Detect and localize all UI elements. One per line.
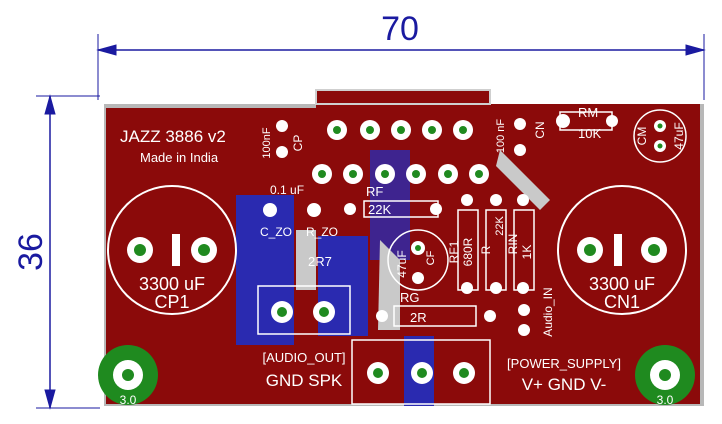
cn-value-label: 100 nF [495, 119, 507, 154]
cf-value-label: 47uF [395, 250, 409, 277]
capacitor-cp1 [107, 185, 237, 315]
power-supply-pins-label: V+ GND V- [522, 375, 607, 394]
width-dimension-label: 70 [381, 10, 419, 48]
small-capacitor-pads [263, 118, 530, 336]
capacitor-cn1 [557, 185, 687, 315]
terminal-audio-out [257, 285, 351, 335]
r-zo-ref-label: R_ZO [306, 225, 338, 239]
mount-right-label: 3.0 [657, 393, 674, 407]
rg-value-label: 2R [410, 310, 427, 325]
rm-ref-label: RM [578, 105, 598, 120]
cp-value-label: 100nF [261, 127, 273, 158]
cp1-value-label: 3300 uF [139, 274, 205, 294]
c-zo-value-label: 0.1 uF [270, 183, 304, 197]
r-ref-label: R [479, 245, 493, 254]
capacitor-cf [387, 229, 449, 291]
rm-value-label: 10K [578, 126, 601, 141]
resistor-pads [344, 114, 618, 322]
copper-clearance [296, 150, 550, 330]
dimension-annotations [36, 34, 706, 410]
cp-ref-label: CP [291, 135, 305, 152]
audio-out-pins-label: GND SPK [266, 371, 343, 390]
height-dimension-label: 36 [12, 233, 50, 271]
r-zo-value-label: 2R7 [308, 254, 332, 269]
rf-ref-label: RF [366, 184, 383, 199]
mount-left-label: 3.0 [120, 393, 137, 407]
c-zo-ref-label: C_ZO [260, 225, 292, 239]
audio-out-label: [AUDIO_OUT] [262, 350, 345, 365]
rin-ref-label: RIN [506, 234, 520, 255]
mount-hole-left [98, 345, 158, 405]
cp1-ref-label: CP1 [154, 292, 189, 312]
r-value-label: 22K [494, 216, 506, 236]
terminal-power-supply [351, 339, 491, 405]
cm-ref-label: CM [635, 127, 649, 146]
rg-ref-label: RG [400, 290, 420, 305]
heatsink-outline [315, 89, 491, 105]
mount-hole-right [635, 345, 695, 405]
rf1-ref-label: RF1 [447, 240, 461, 263]
rf-value-label: 22K [368, 202, 391, 217]
cn1-value-label: 3300 uF [589, 274, 655, 294]
board-title: JAZZ 3886 v2 [120, 127, 226, 146]
capacitor-cm [633, 109, 687, 163]
cm-value-label: 47uF [672, 122, 686, 149]
cn1-ref-label: CN1 [604, 292, 640, 312]
cf-ref-label: CF [425, 250, 437, 265]
audio-in-label: Audio_IN [541, 287, 555, 336]
board-subtitle: Made in India [140, 150, 219, 165]
rf1-value-label: 680R [461, 237, 475, 266]
cn-ref-label: CN [533, 121, 547, 138]
rin-value-label: 1K [520, 245, 534, 260]
ic-lm3886-drills [318, 126, 483, 178]
power-supply-label: [POWER_SUPPLY] [507, 356, 621, 371]
